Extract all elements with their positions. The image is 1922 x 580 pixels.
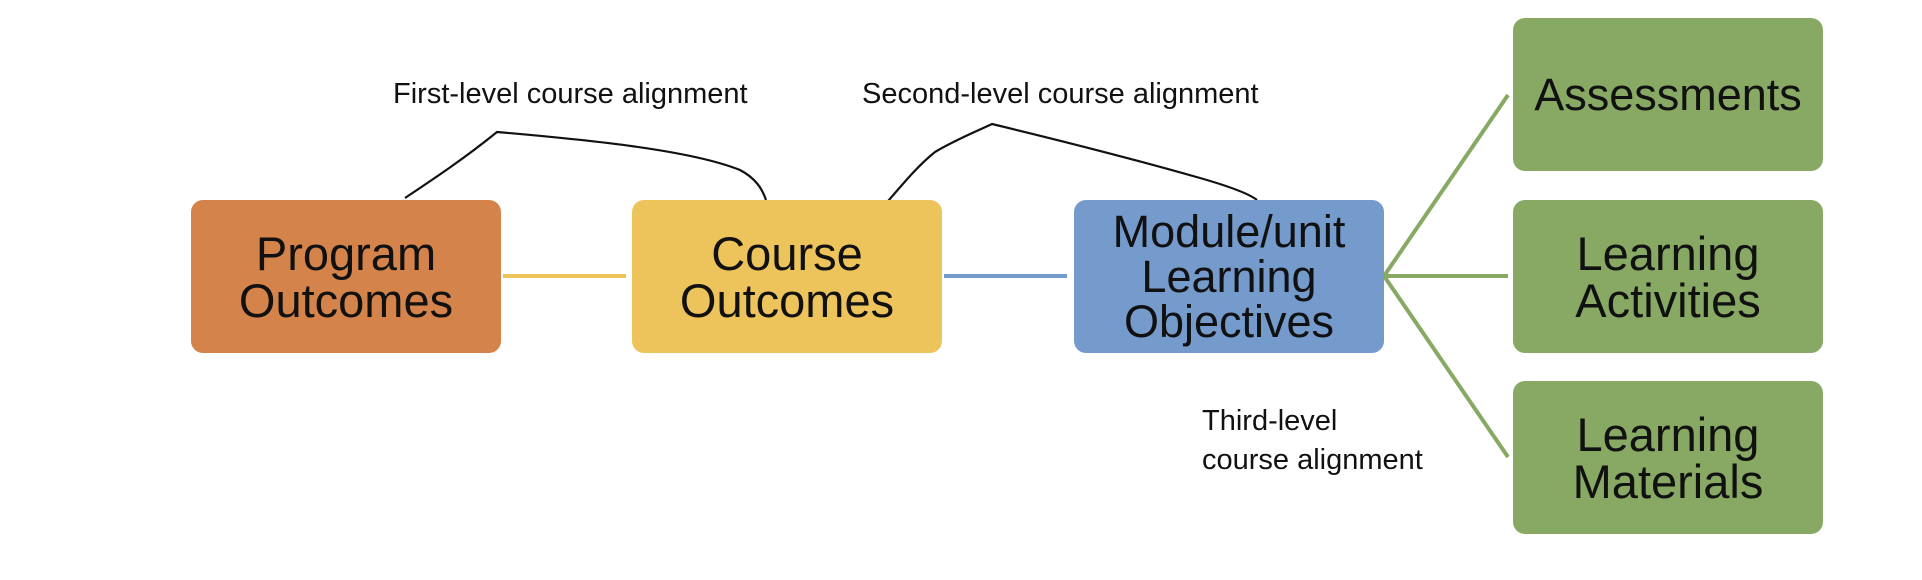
first-level-alignment-label: First-level course alignment [393, 78, 748, 110]
connector-module-assessments [1382, 93, 1510, 278]
assessments-box: Assessments [1513, 18, 1823, 171]
second-level-alignment-label: Second-level course alignment [862, 78, 1259, 110]
learning-activities-box: Learning Activities [1513, 200, 1823, 353]
second-level-bracket [881, 122, 1258, 209]
program-outcomes-label: Program Outcomes [238, 226, 454, 327]
learning-activities-label: Learning Activities [1575, 226, 1761, 327]
third-level-alignment-label: Third-level course alignment [1202, 405, 1423, 477]
program-outcomes-box: Program Outcomes [191, 200, 501, 353]
assessments-label: Assessments [1534, 69, 1802, 120]
module-objectives-label: Module/unit Learning Objectives [1112, 206, 1346, 347]
connector-module-materials [1382, 274, 1510, 459]
learning-materials-box: Learning Materials [1513, 381, 1823, 534]
first-level-bracket [404, 130, 768, 201]
module-objectives-box: Module/unit Learning Objectives [1074, 200, 1384, 353]
course-outcomes-label: Course Outcomes [679, 226, 895, 327]
course-outcomes-box: Course Outcomes [632, 200, 942, 353]
learning-materials-label: Learning Materials [1572, 407, 1764, 508]
